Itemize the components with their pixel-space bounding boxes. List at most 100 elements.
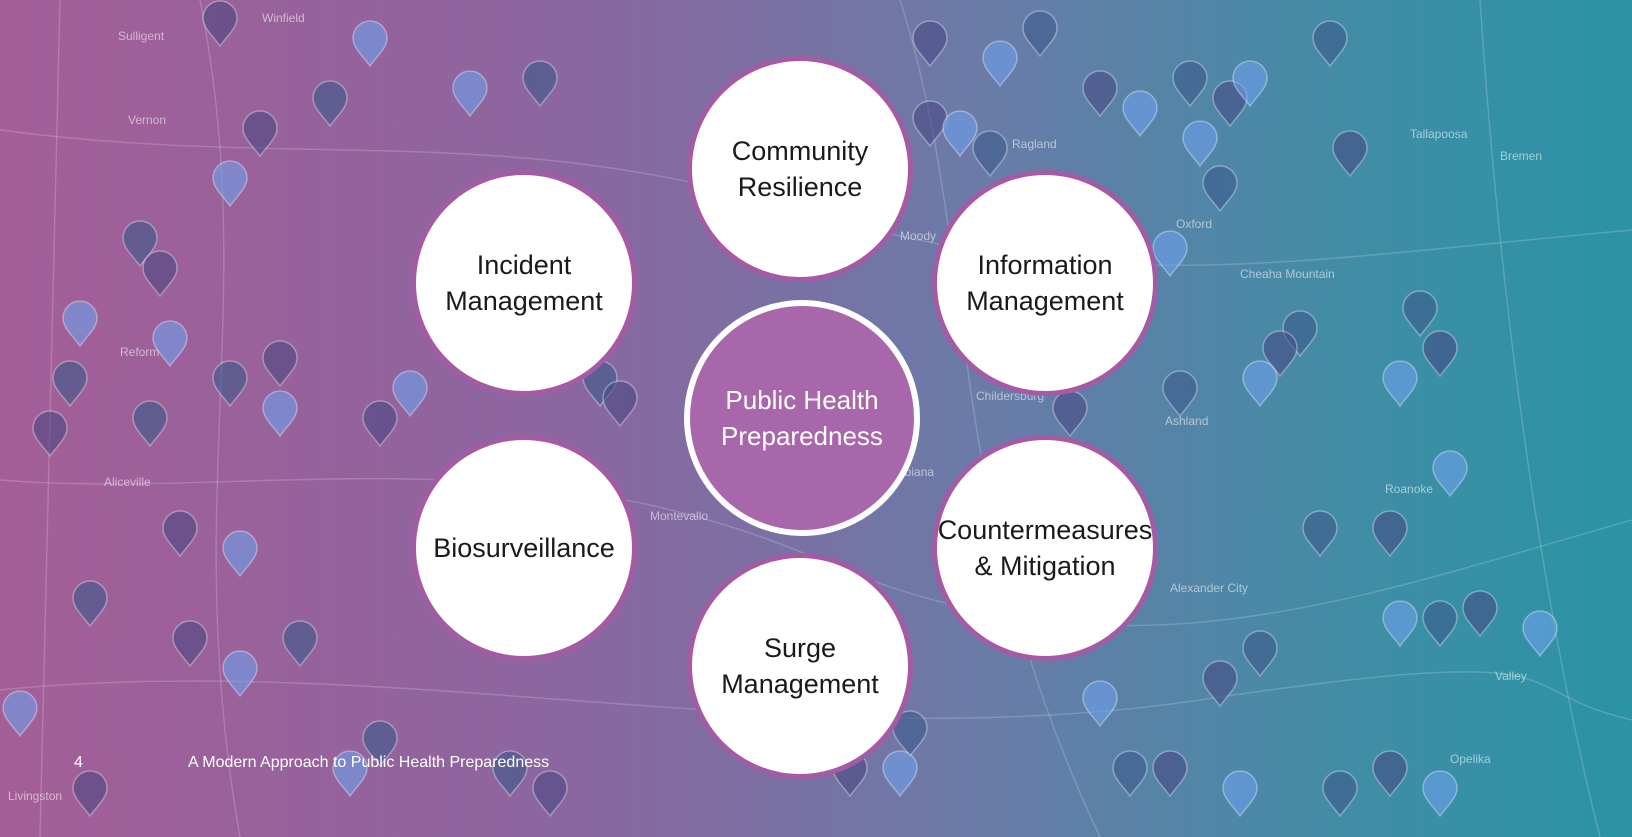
node-label: Community Resilience	[731, 136, 869, 202]
map-pin-icon	[1232, 60, 1268, 108]
map-pin-icon	[1312, 20, 1348, 68]
map-place-label: Ragland	[1012, 137, 1057, 151]
map-pin-icon	[1122, 90, 1158, 138]
map-pin-icon	[62, 300, 98, 348]
map-pin-icon	[942, 110, 978, 158]
map-pin-icon	[242, 110, 278, 158]
node-information-management: Information Management	[932, 170, 1158, 396]
node-biosurveillance: Biosurveillance	[411, 435, 637, 661]
map-pin-icon	[1162, 370, 1198, 418]
map-pin-icon	[1332, 130, 1368, 178]
map-pin-icon	[202, 0, 238, 48]
map-pin-icon	[312, 80, 348, 128]
map-pin-icon	[352, 20, 388, 68]
map-pin-icon	[332, 750, 368, 798]
map-pin-icon	[1212, 80, 1248, 128]
node-surge-management: Surge Management	[687, 553, 913, 779]
node-label: Surge Management	[721, 633, 879, 699]
map-pin-icon	[1422, 600, 1458, 648]
map-pin-icon	[912, 100, 948, 148]
map-pin-icon	[912, 20, 948, 68]
map-place-label: Livingston	[8, 789, 62, 803]
map-pin-icon	[1432, 450, 1468, 498]
map-pin-icon	[262, 390, 298, 438]
map-pin-icon	[1372, 750, 1408, 798]
map-pin-icon	[522, 60, 558, 108]
map-pin-icon	[452, 70, 488, 118]
map-pin-icon	[1262, 330, 1298, 378]
map-place-label: Roanoke	[1385, 482, 1433, 496]
map-place-label: Cheaha Mountain	[1240, 267, 1335, 281]
map-pin-icon	[1172, 60, 1208, 108]
map-pin-icon	[1202, 165, 1238, 213]
node-countermeasures-mitigation: Countermeasures & Mitigation	[932, 435, 1158, 661]
map-pin-icon	[1112, 750, 1148, 798]
map-place-label: Opelika	[1450, 752, 1491, 766]
map-pin-icon	[1152, 750, 1188, 798]
center-node: Public Health Preparedness	[684, 300, 920, 536]
map-place-label: Vernon	[128, 113, 166, 127]
map-pin-icon	[222, 530, 258, 578]
map-place-label: Moody	[900, 229, 936, 243]
map-pin-icon	[1202, 660, 1238, 708]
map-pin-icon	[392, 370, 428, 418]
map-pin-icon	[1222, 770, 1258, 818]
map-pin-icon	[1182, 120, 1218, 168]
node-label: Countermeasures & Mitigation	[937, 515, 1153, 581]
map-pin-icon	[882, 750, 918, 798]
map-place-label: Tallapoosa	[1410, 127, 1468, 141]
map-pin-icon	[362, 400, 398, 448]
map-place-label: Sulligent	[118, 29, 165, 43]
map-pin-icon	[212, 160, 248, 208]
map-pin-icon	[52, 360, 88, 408]
map-pin-icon	[1462, 590, 1498, 638]
node-label: Incident Management	[445, 250, 603, 316]
map-pin-icon	[892, 710, 928, 758]
map-pin-icon	[1382, 600, 1418, 648]
map-pin-icon	[72, 580, 108, 628]
map-pin-icon	[122, 220, 158, 268]
page-number: 4	[74, 754, 83, 771]
center-label: Public Health Preparedness	[721, 385, 883, 451]
map-pin-icon	[1052, 390, 1088, 438]
map-pin-icon	[72, 770, 108, 818]
map-pin-icon	[1422, 330, 1458, 378]
map-pin-icon	[1242, 630, 1278, 678]
map-place-label: Reform	[120, 345, 159, 359]
map-place-label: Aliceville	[104, 475, 151, 489]
map-pin-icon	[1322, 770, 1358, 818]
map-pin-icon	[972, 130, 1008, 178]
map-pin-icon	[492, 750, 528, 798]
map-pin-icon	[152, 320, 188, 368]
footer: 4 A Modern Approach to Public Health Pre…	[0, 748, 800, 778]
map-pin-icon	[2, 690, 38, 738]
map-pin-icon	[1082, 70, 1118, 118]
map-pin-icon	[532, 770, 568, 818]
map-pin-icon	[222, 650, 258, 698]
map-pin-icon	[362, 720, 398, 768]
map-place-label: Winfield	[262, 11, 305, 25]
map-pin-icon	[32, 410, 68, 458]
map-place-label: Alexander City	[1170, 581, 1248, 595]
map-pin-icon	[1152, 230, 1188, 278]
node-incident-management: Incident Management	[411, 170, 637, 396]
map-pin-icon	[132, 400, 168, 448]
map-pin-icon	[1302, 510, 1338, 558]
map-pin-icon	[982, 40, 1018, 88]
map-place-label: Bremen	[1500, 149, 1542, 163]
map-pin-icon	[1522, 610, 1558, 658]
map-pin-icon	[142, 250, 178, 298]
node-label: Information Management	[966, 250, 1124, 316]
footer-title: A Modern Approach to Public Health Prepa…	[188, 754, 550, 771]
map-pin-icon	[1022, 10, 1058, 58]
map-pin-icon	[212, 360, 248, 408]
node-label: Biosurveillance	[433, 533, 615, 563]
map-place-label: Oxford	[1176, 217, 1212, 231]
map-place-label: Valley	[1495, 669, 1527, 683]
map-pin-icon	[602, 380, 638, 428]
map-pin-icon	[1382, 360, 1418, 408]
node-community-resilience: Community Resilience	[687, 56, 913, 282]
map-place-label: Ashland	[1165, 414, 1208, 428]
map-pin-icon	[172, 620, 208, 668]
